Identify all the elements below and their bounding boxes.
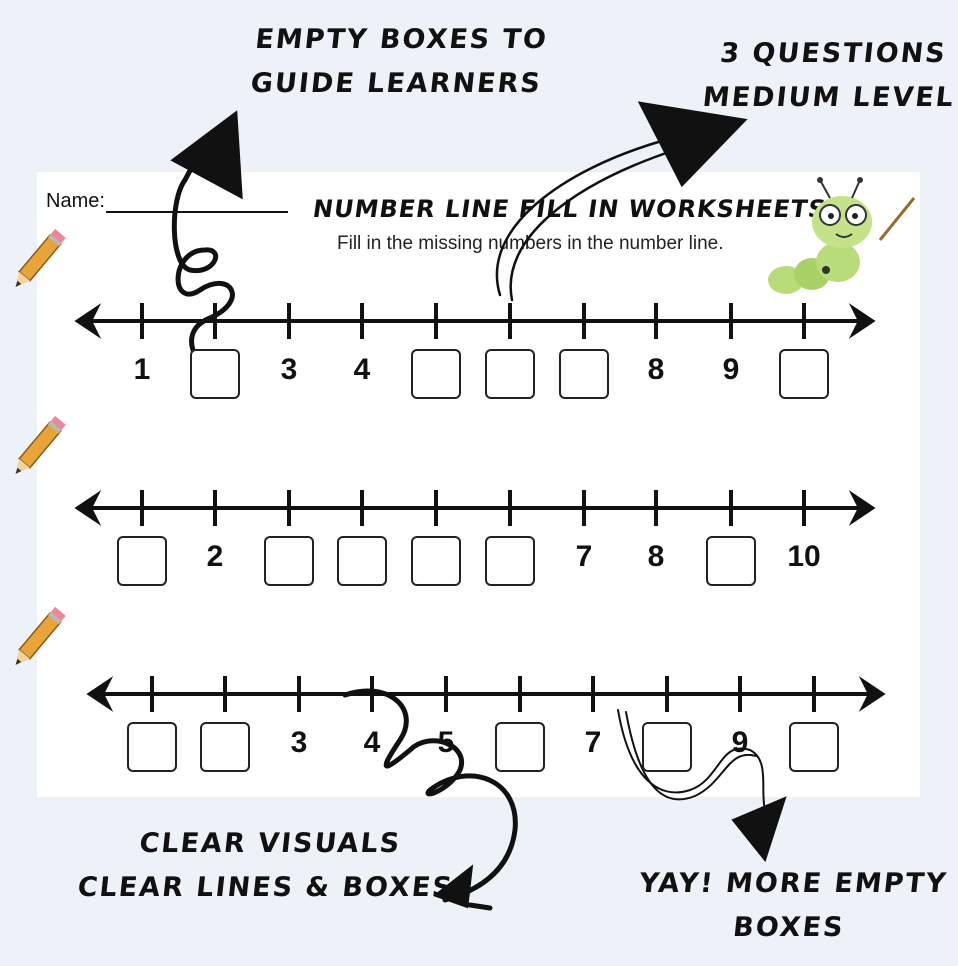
arrow-scribble: [495, 101, 748, 302]
answer-box[interactable]: [337, 536, 387, 586]
arrow-left-icon: [74, 303, 102, 339]
arrow-right-icon: [848, 490, 876, 526]
answer-box[interactable]: [789, 722, 839, 772]
pencil-icon: [15, 606, 66, 665]
number-label: 2: [206, 540, 224, 573]
arrow-scribble: [342, 688, 518, 911]
answer-box[interactable]: [779, 349, 829, 399]
caterpillar-mascot: [768, 177, 916, 294]
arrow-left-icon: [74, 490, 102, 526]
number-label: 8: [647, 353, 665, 386]
answer-box[interactable]: [559, 349, 609, 399]
number-label: 9: [731, 726, 749, 759]
arrow-right-icon: [858, 676, 886, 712]
answer-box[interactable]: [200, 722, 250, 772]
number-label: 9: [722, 353, 740, 386]
worksheet-subtitle: Fill in the missing numbers in the numbe…: [337, 233, 724, 254]
answer-box[interactable]: [190, 349, 240, 399]
answer-box[interactable]: [117, 536, 167, 586]
number-label: 3: [280, 353, 298, 386]
number-label: 4: [363, 726, 381, 759]
name-label: Name:: [46, 190, 105, 212]
answer-box[interactable]: [485, 349, 535, 399]
answer-box[interactable]: [485, 536, 535, 586]
number-label: 4: [353, 353, 371, 386]
number-label: 10: [787, 540, 821, 573]
arrow-left-icon: [86, 676, 114, 712]
number-label: 1: [133, 353, 151, 386]
number-label: 7: [575, 540, 593, 573]
answer-box[interactable]: [411, 349, 461, 399]
number-label: 8: [647, 540, 665, 573]
answer-box[interactable]: [495, 722, 545, 772]
number-label: 3: [290, 726, 308, 759]
answer-box[interactable]: [411, 536, 461, 586]
answer-box[interactable]: [642, 722, 692, 772]
answer-box[interactable]: [127, 722, 177, 772]
number-label: 7: [584, 726, 602, 759]
answer-box[interactable]: [706, 536, 756, 586]
pencil-icon: [15, 228, 66, 287]
number-label: 5: [437, 726, 455, 759]
name-line[interactable]: [106, 211, 288, 213]
arrow-scribble: [617, 709, 787, 863]
arrow-scribble: [170, 110, 243, 383]
arrow-right-icon: [848, 303, 876, 339]
pencil-icon: [15, 415, 66, 474]
answer-box[interactable]: [264, 536, 314, 586]
